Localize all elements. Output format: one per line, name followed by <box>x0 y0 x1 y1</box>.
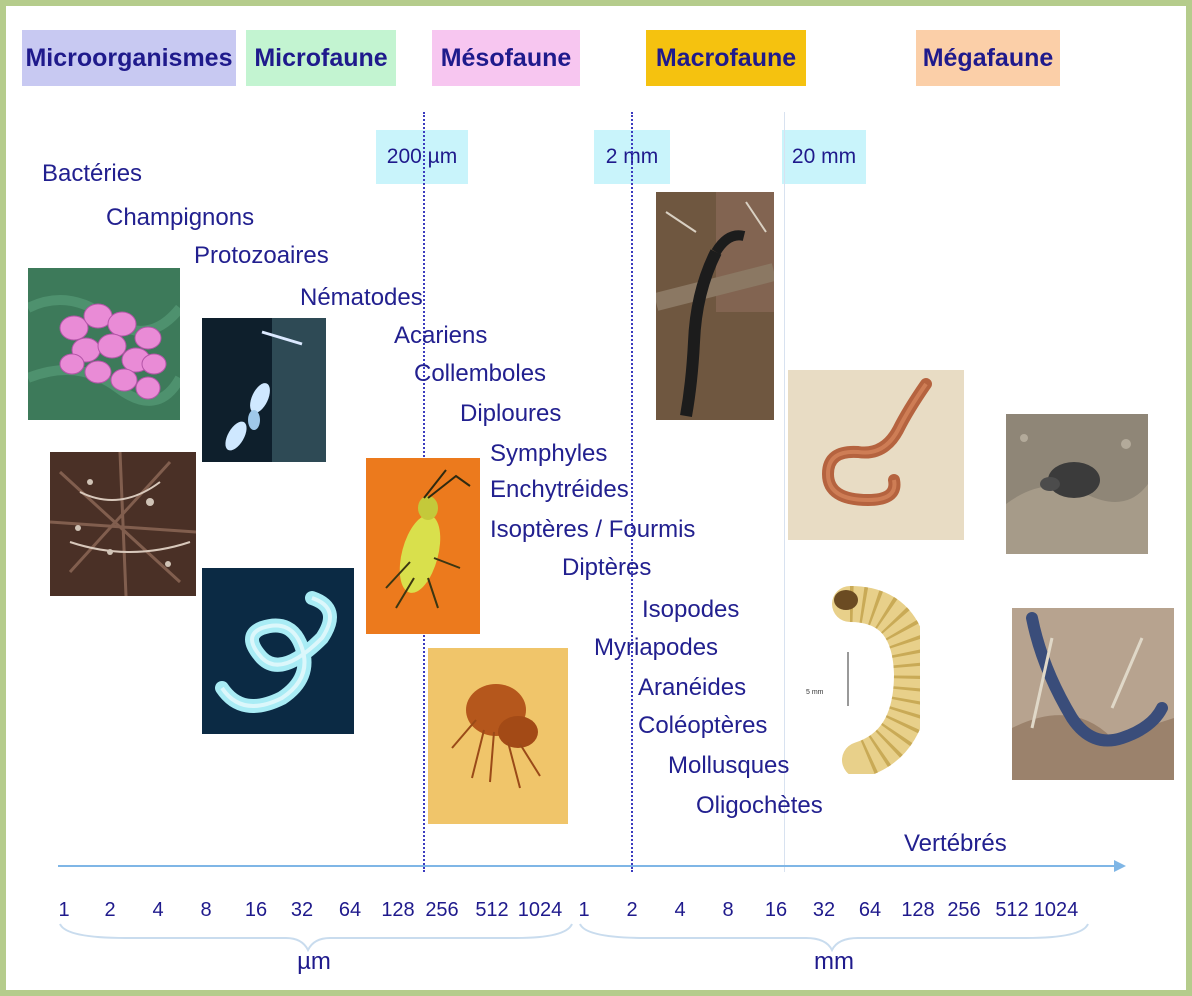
um-brace <box>60 924 572 950</box>
mm-brace <box>580 924 1088 950</box>
mm-tick-label: 16 <box>765 899 787 922</box>
mm-tick-label: 256 <box>947 899 980 922</box>
um-tick-label: 4 <box>152 899 163 922</box>
um-tick-label: 8 <box>200 899 211 922</box>
mm-tick-label: 64 <box>859 899 881 922</box>
mm-tick-label: 128 <box>901 899 934 922</box>
um-unit-label: µm <box>297 948 331 976</box>
um-tick-label: 128 <box>381 899 414 922</box>
mm-tick-label: 8 <box>722 899 733 922</box>
mm-unit-label: mm <box>814 948 854 976</box>
mm-tick-label: 32 <box>813 899 835 922</box>
um-tick-label: 1 <box>58 899 69 922</box>
scale-axis-arrow <box>1114 860 1126 872</box>
mm-tick-label: 2 <box>626 899 637 922</box>
um-tick-label: 512 <box>475 899 508 922</box>
um-tick-label: 1024 <box>518 899 563 922</box>
mm-tick-label: 1024 <box>1034 899 1079 922</box>
um-tick-label: 16 <box>245 899 267 922</box>
scale-axis <box>6 6 1186 990</box>
um-tick-label: 64 <box>339 899 361 922</box>
um-tick-label: 2 <box>104 899 115 922</box>
um-tick-label: 256 <box>425 899 458 922</box>
mm-tick-label: 512 <box>995 899 1028 922</box>
mm-tick-label: 4 <box>674 899 685 922</box>
um-tick-label: 32 <box>291 899 313 922</box>
mm-tick-label: 1 <box>578 899 589 922</box>
